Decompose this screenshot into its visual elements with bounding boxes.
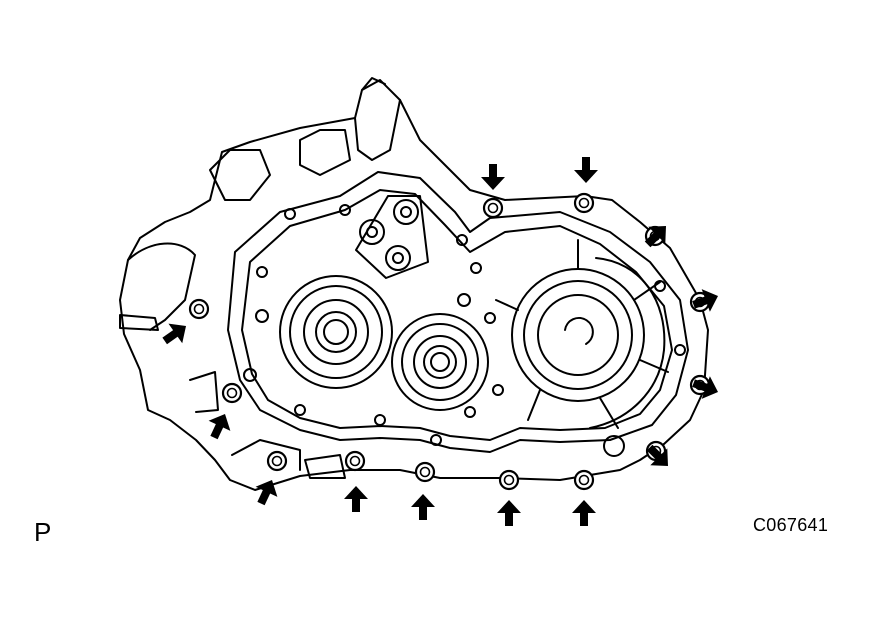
bolt-icon: [573, 469, 595, 491]
pointer-arrow-icon: [497, 500, 521, 526]
bolt-icon: [573, 192, 595, 214]
bolt-icon: [221, 382, 243, 404]
bolt-icon: [482, 197, 504, 219]
view-label: P: [34, 517, 52, 547]
bell-housing-outline: [119, 79, 709, 491]
arrow-group: [157, 157, 723, 526]
pointer-arrow-icon: [344, 486, 368, 512]
bolt-icon: [498, 469, 520, 491]
bolt-icon: [414, 461, 436, 483]
output-shaft-bearing: [391, 313, 489, 411]
pointer-arrow-icon: [250, 474, 283, 509]
bolt-icon: [344, 450, 366, 472]
bolt-icon: [188, 298, 210, 320]
pointer-arrow-icon: [411, 494, 435, 520]
bolt-icon: [266, 450, 288, 472]
figure-code: C067641: [753, 515, 829, 535]
pointer-arrow-icon: [203, 408, 236, 443]
input-shaft-bearing: [279, 275, 393, 389]
pointer-arrow-icon: [572, 500, 596, 526]
pointer-arrow-icon: [481, 164, 505, 190]
case-flange-outline: [227, 171, 689, 453]
pointer-arrow-icon: [574, 157, 598, 183]
differential-bearing: [511, 268, 645, 402]
